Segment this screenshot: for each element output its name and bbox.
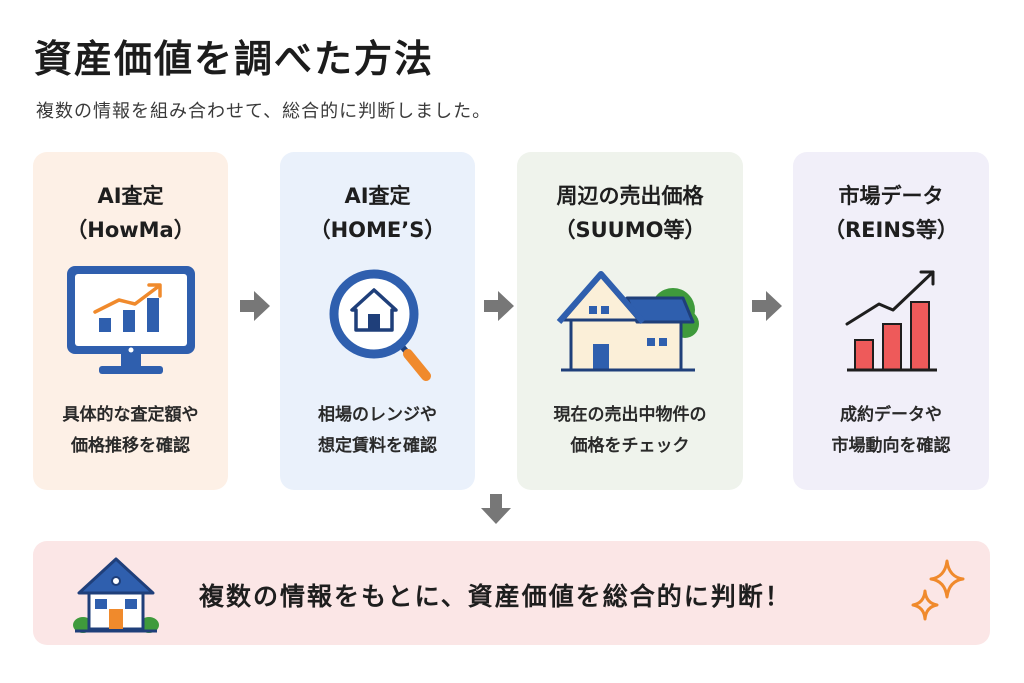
card-desc-line1: 現在の売出中物件の bbox=[553, 405, 707, 425]
card-title-line2: （HowMa） bbox=[66, 217, 195, 242]
card-title: 周辺の売出価格 （SUUMO等） bbox=[517, 180, 743, 247]
card-title-line1: AI査定 bbox=[344, 184, 411, 208]
card-title-line2: （SUUMO等） bbox=[554, 217, 706, 242]
card-description: 具体的な査定額や 価格推移を確認 bbox=[33, 400, 228, 463]
arrow-down-icon bbox=[481, 494, 511, 524]
card-description: 現在の売出中物件の 価格をチェック bbox=[517, 400, 743, 463]
card-title-line1: AI査定 bbox=[97, 184, 164, 208]
arrow-right-icon bbox=[752, 291, 782, 321]
card-title: 市場データ （REINS等） bbox=[793, 180, 989, 247]
monitor-chart-icon bbox=[33, 260, 228, 390]
card-desc-line1: 相場のレンジや bbox=[318, 405, 437, 425]
page-subtitle: 複数の情報を組み合わせて、総合的に判断しました。 bbox=[36, 101, 492, 122]
card-title-line1: 市場データ bbox=[838, 184, 944, 208]
card-desc-line2: 価格推移を確認 bbox=[71, 436, 190, 457]
arrow-right-icon bbox=[484, 291, 514, 321]
card-description: 成約データや 市場動向を確認 bbox=[793, 400, 989, 463]
card-title-line1: 周辺の売出価格 bbox=[556, 184, 704, 208]
sparkle-icon bbox=[911, 559, 965, 621]
card-desc-line2: 価格をチェック bbox=[570, 436, 690, 457]
conclusion-banner: 複数の情報をもとに、資産価値を総合的に判断！ bbox=[33, 541, 990, 645]
magnifier-house-icon bbox=[280, 260, 475, 390]
card-howma: AI査定 （HowMa） 具体的な査定額や 価格推移を確認 bbox=[33, 152, 228, 490]
card-desc-line1: 具体的な査定額や bbox=[62, 405, 199, 425]
house-tree-icon bbox=[517, 260, 743, 390]
card-title: AI査定 （HowMa） bbox=[33, 180, 228, 247]
card-title-line2: （HOME’S） bbox=[309, 217, 446, 242]
card-desc-line1: 成約データや bbox=[840, 405, 942, 425]
card-desc-line2: 想定賃料を確認 bbox=[318, 436, 437, 457]
card-desc-line2: 市場動向を確認 bbox=[831, 436, 951, 457]
card-title-line2: （REINS等） bbox=[823, 217, 959, 242]
arrow-right-icon bbox=[240, 291, 270, 321]
card-description: 相場のレンジや 想定賃料を確認 bbox=[280, 400, 475, 463]
conclusion-text: 複数の情報をもとに、資産価値を総合的に判断！ bbox=[199, 582, 792, 611]
card-suumo: 周辺の売出価格 （SUUMO等） 現在の売出中物件の 価格をチェック bbox=[517, 152, 743, 490]
page-title: 資産価値を調べた方法 bbox=[34, 37, 435, 81]
card-homes: AI査定 （HOME’S） 相場のレンジや 想定賃料を確認 bbox=[280, 152, 475, 490]
bar-chart-icon bbox=[793, 260, 989, 390]
card-reins: 市場データ （REINS等） 成約データや 市場動向を確認 bbox=[793, 152, 989, 490]
card-title: AI査定 （HOME’S） bbox=[280, 180, 475, 247]
house-icon bbox=[73, 557, 159, 633]
